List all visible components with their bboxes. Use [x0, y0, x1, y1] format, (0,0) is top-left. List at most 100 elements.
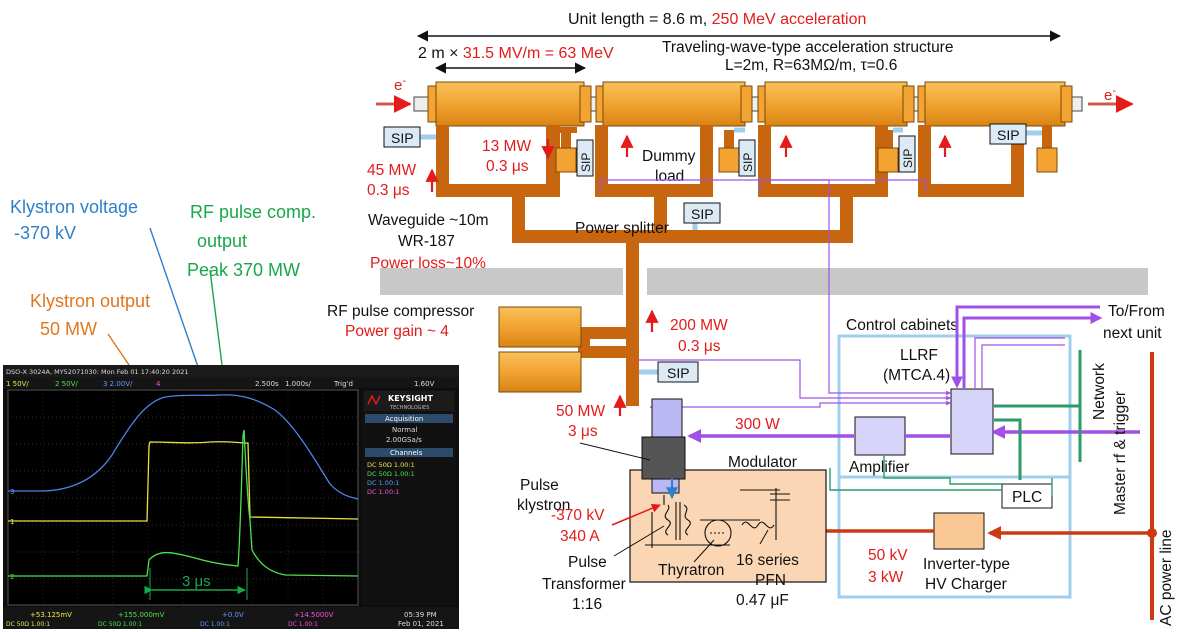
amplifier-box [854, 416, 906, 456]
label-pulse-klystron-1: Pulse [520, 477, 559, 494]
dummy-load-2 [718, 147, 740, 173]
label-pfn-3: 0.47 μF [736, 592, 789, 609]
label-50mw: 50 MW [556, 403, 605, 420]
accelerating-structure-3 [757, 81, 915, 127]
label-amplifier: Amplifier [849, 459, 909, 476]
tunnel-wall-left [380, 268, 623, 295]
scope-trig-level: 1.60V [414, 380, 435, 388]
label-plc: PLC [1012, 489, 1042, 506]
label-klystron-voltage-2: -370 kV [14, 223, 76, 243]
label-pulse-transformer-2: Transformer [542, 576, 626, 593]
scope-acq-mode: Normal [392, 426, 417, 434]
sip-label-3: SIP [741, 153, 755, 172]
label-llrf-2: (MTCA.4) [883, 367, 950, 384]
scope-ch2-scale: 2 50V/ [55, 380, 78, 388]
sip-pumps: SIP SIP SIP SIP SIP SIP SIP [383, 123, 1042, 383]
control-cabinets: Control cabinets To/From next unit LLRF … [837, 303, 1165, 599]
label-03us-c: 0.3 μs [678, 338, 721, 355]
accelerating-structure-1 [427, 81, 592, 127]
label-llrf-1: LLRF [900, 347, 938, 364]
scope-bottom-ch1-sub: DC 50Ω 1.00:1 [6, 621, 50, 628]
label-charger-1: Inverter-type [923, 556, 1010, 573]
structure-title: Traveling-wave-type acceleration structu… [662, 39, 953, 56]
label-50kv: 50 kV [868, 547, 908, 564]
label-13mw: 13 MW [482, 138, 531, 155]
sip-label-6: SIP [691, 206, 714, 222]
tunnel-wall-right [647, 268, 1148, 295]
keysight-logo-icon [367, 394, 381, 406]
label-klystron-voltage-1: Klystron voltage [10, 197, 138, 217]
diagram-labels: 45 MW 0.3 μs 13 MW 0.3 μs Dummy load Wav… [327, 138, 728, 440]
scope-marker-1: 1 [10, 518, 14, 526]
label-ac-power: AC power line [1158, 530, 1175, 627]
dummy-load-1 [555, 147, 577, 173]
scope-ch3-scale: 3 2.00V/ [103, 380, 133, 388]
dummy-loads [555, 125, 1058, 173]
scope-bottom-ch1: +53.125mV [30, 611, 72, 619]
oscilloscope: DSO-X 3024A, MY52071030: Mon Feb 01 17:4… [3, 365, 459, 629]
scope-brand: KEYSIGHT [388, 394, 433, 403]
label-rf-compressor-2: Power gain ~ 4 [345, 323, 449, 340]
sip-label-2: SIP [579, 153, 593, 172]
scope-brand-sub: TECHNOLOGIES [389, 405, 429, 411]
scope-bottom-ch3-sub: DC 1.00:1 [200, 621, 230, 628]
sip-box-7 [657, 361, 699, 383]
llrf-box [950, 388, 994, 455]
label-waveguide-1: Waveguide ~10m [368, 212, 488, 229]
label-rf-comp-2: output [197, 231, 247, 251]
label-dummy-load-1: Dummy [642, 148, 696, 165]
rf-pulse-compressor [498, 306, 582, 393]
sip-label-5: SIP [997, 127, 1020, 143]
scope-brand-area [364, 391, 454, 411]
label-to-from-2: next unit [1103, 325, 1162, 342]
label-rf-comp-1: RF pulse comp. [190, 202, 316, 222]
label-thyratron: Thyratron [658, 562, 724, 579]
scope-channels-title: Channels [390, 449, 423, 457]
label-3us: 3 μs [568, 423, 598, 440]
scope-width-label: 3 μs [182, 573, 211, 590]
label-03us-a: 0.3 μs [367, 182, 410, 199]
label-master-rf: Master rf & trigger [1112, 391, 1129, 515]
klystron-top [651, 398, 683, 438]
scope-header: DSO-X 3024A, MY52071030: Mon Feb 01 17:4… [6, 368, 189, 376]
scope-time-scale: 2.500s [255, 380, 279, 388]
scope-bottom-ch4: +14.5000V [294, 611, 334, 619]
label-power-splitter: Power splitter [575, 220, 669, 237]
accelerator-beamline: e- e- [376, 75, 1134, 127]
scope-grid-area [7, 389, 359, 606]
label-pulse-transformer-1: Pulse [568, 554, 607, 571]
unit-length-text: Unit length = 8.6 m, 250 MeV acceleratio… [568, 11, 866, 28]
klystron-cathode [651, 478, 680, 494]
plc-box [1001, 483, 1053, 509]
sip-label-1: SIP [391, 130, 414, 146]
structure-params: L=2m, R=63MΩ/m, τ=0.6 [725, 57, 897, 74]
label-network: Network [1091, 363, 1108, 420]
sip-box-1 [383, 126, 421, 148]
sip-box-6 [683, 202, 721, 224]
label-370kv: -370 kV [551, 507, 605, 524]
scope-bottom-ch2-sub: DC 50Ω 1.00:1 [98, 621, 142, 628]
label-rf-compressor-1: RF pulse compressor [327, 303, 474, 320]
sip-box-2 [576, 139, 594, 177]
label-klystron-output-1: Klystron output [30, 291, 150, 311]
modulator-labels: Pulse klystron -370 kV 340 A Pulse Trans… [517, 477, 799, 613]
label-03us-b: 0.3 μs [486, 158, 529, 175]
sip-box-4 [898, 135, 916, 173]
label-300w: 300 W [735, 416, 780, 433]
label-control-cabinets: Control cabinets [846, 317, 958, 334]
label-45mw: 45 MW [367, 162, 416, 179]
dummy-load-3 [877, 147, 899, 173]
header-annotations: Unit length = 8.6 m, 250 MeV acceleratio… [416, 11, 1062, 74]
scope-date: Feb 01, 2021 [398, 620, 444, 628]
ac-power-line: AC power line [773, 352, 1175, 627]
label-waveguide-2: WR-187 [398, 233, 455, 250]
scope-acq-title: Acquisition [385, 415, 423, 423]
label-pfn-2: PFN [755, 572, 786, 589]
trace-klystron-voltage [8, 394, 359, 500]
sip-label-4: SIP [901, 149, 915, 168]
sip-label-7: SIP [667, 365, 690, 381]
scope-channel-2: DC 50Ω 1.00:1 [367, 470, 415, 478]
trace-rf-compressor-output [8, 429, 359, 577]
label-3kw: 3 kW [868, 569, 904, 586]
modulator-circuit [645, 488, 790, 548]
